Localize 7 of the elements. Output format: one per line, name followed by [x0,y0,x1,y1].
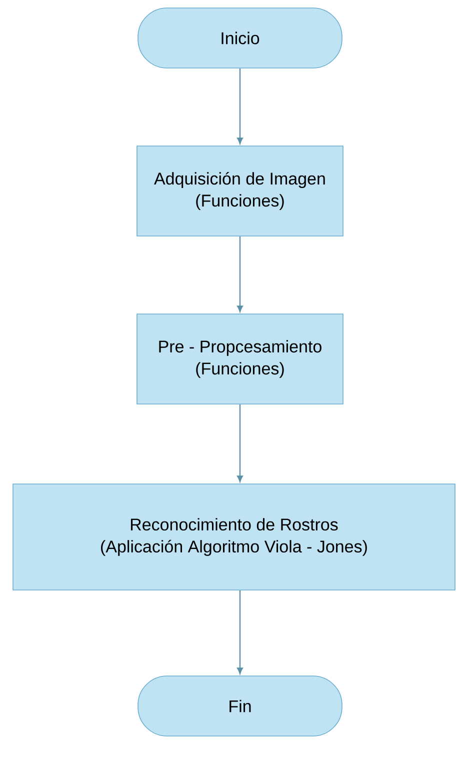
arrow [237,236,243,312]
process-box: Pre - Propcesamiento (Funciones) [136,314,344,404]
process-box: Adquisición de Imagen (Funciones) [136,146,344,236]
process-box: Reconocimiento de Rostros (Aplicación Algoritmo Viola - Jones) [12,484,456,590]
arrow [237,68,243,144]
arrow [237,590,243,674]
arrow [237,404,243,482]
